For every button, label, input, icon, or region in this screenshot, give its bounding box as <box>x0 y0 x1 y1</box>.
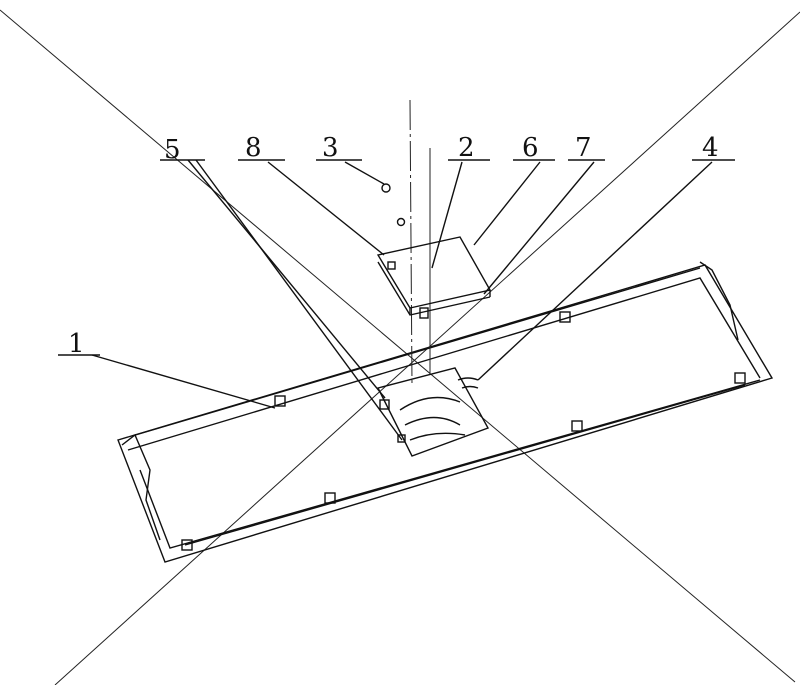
label-6: 6 <box>522 133 539 163</box>
screws-part-3 <box>381 183 406 227</box>
label-3: 3 <box>322 133 339 163</box>
cross-line-a <box>0 9 796 683</box>
circuit-board <box>376 236 492 319</box>
label-7: 7 <box>575 133 592 163</box>
label-8: 8 <box>245 133 262 163</box>
label-5: 5 <box>164 135 181 165</box>
label-underlines <box>58 159 735 356</box>
label-1: 1 <box>68 329 85 359</box>
axis-line-main <box>409 99 413 386</box>
label-2: 2 <box>458 133 475 163</box>
frame-part-1 <box>117 261 774 563</box>
mounting-plate <box>376 367 490 457</box>
label-4: 4 <box>702 133 719 163</box>
leader-lines <box>91 159 713 441</box>
